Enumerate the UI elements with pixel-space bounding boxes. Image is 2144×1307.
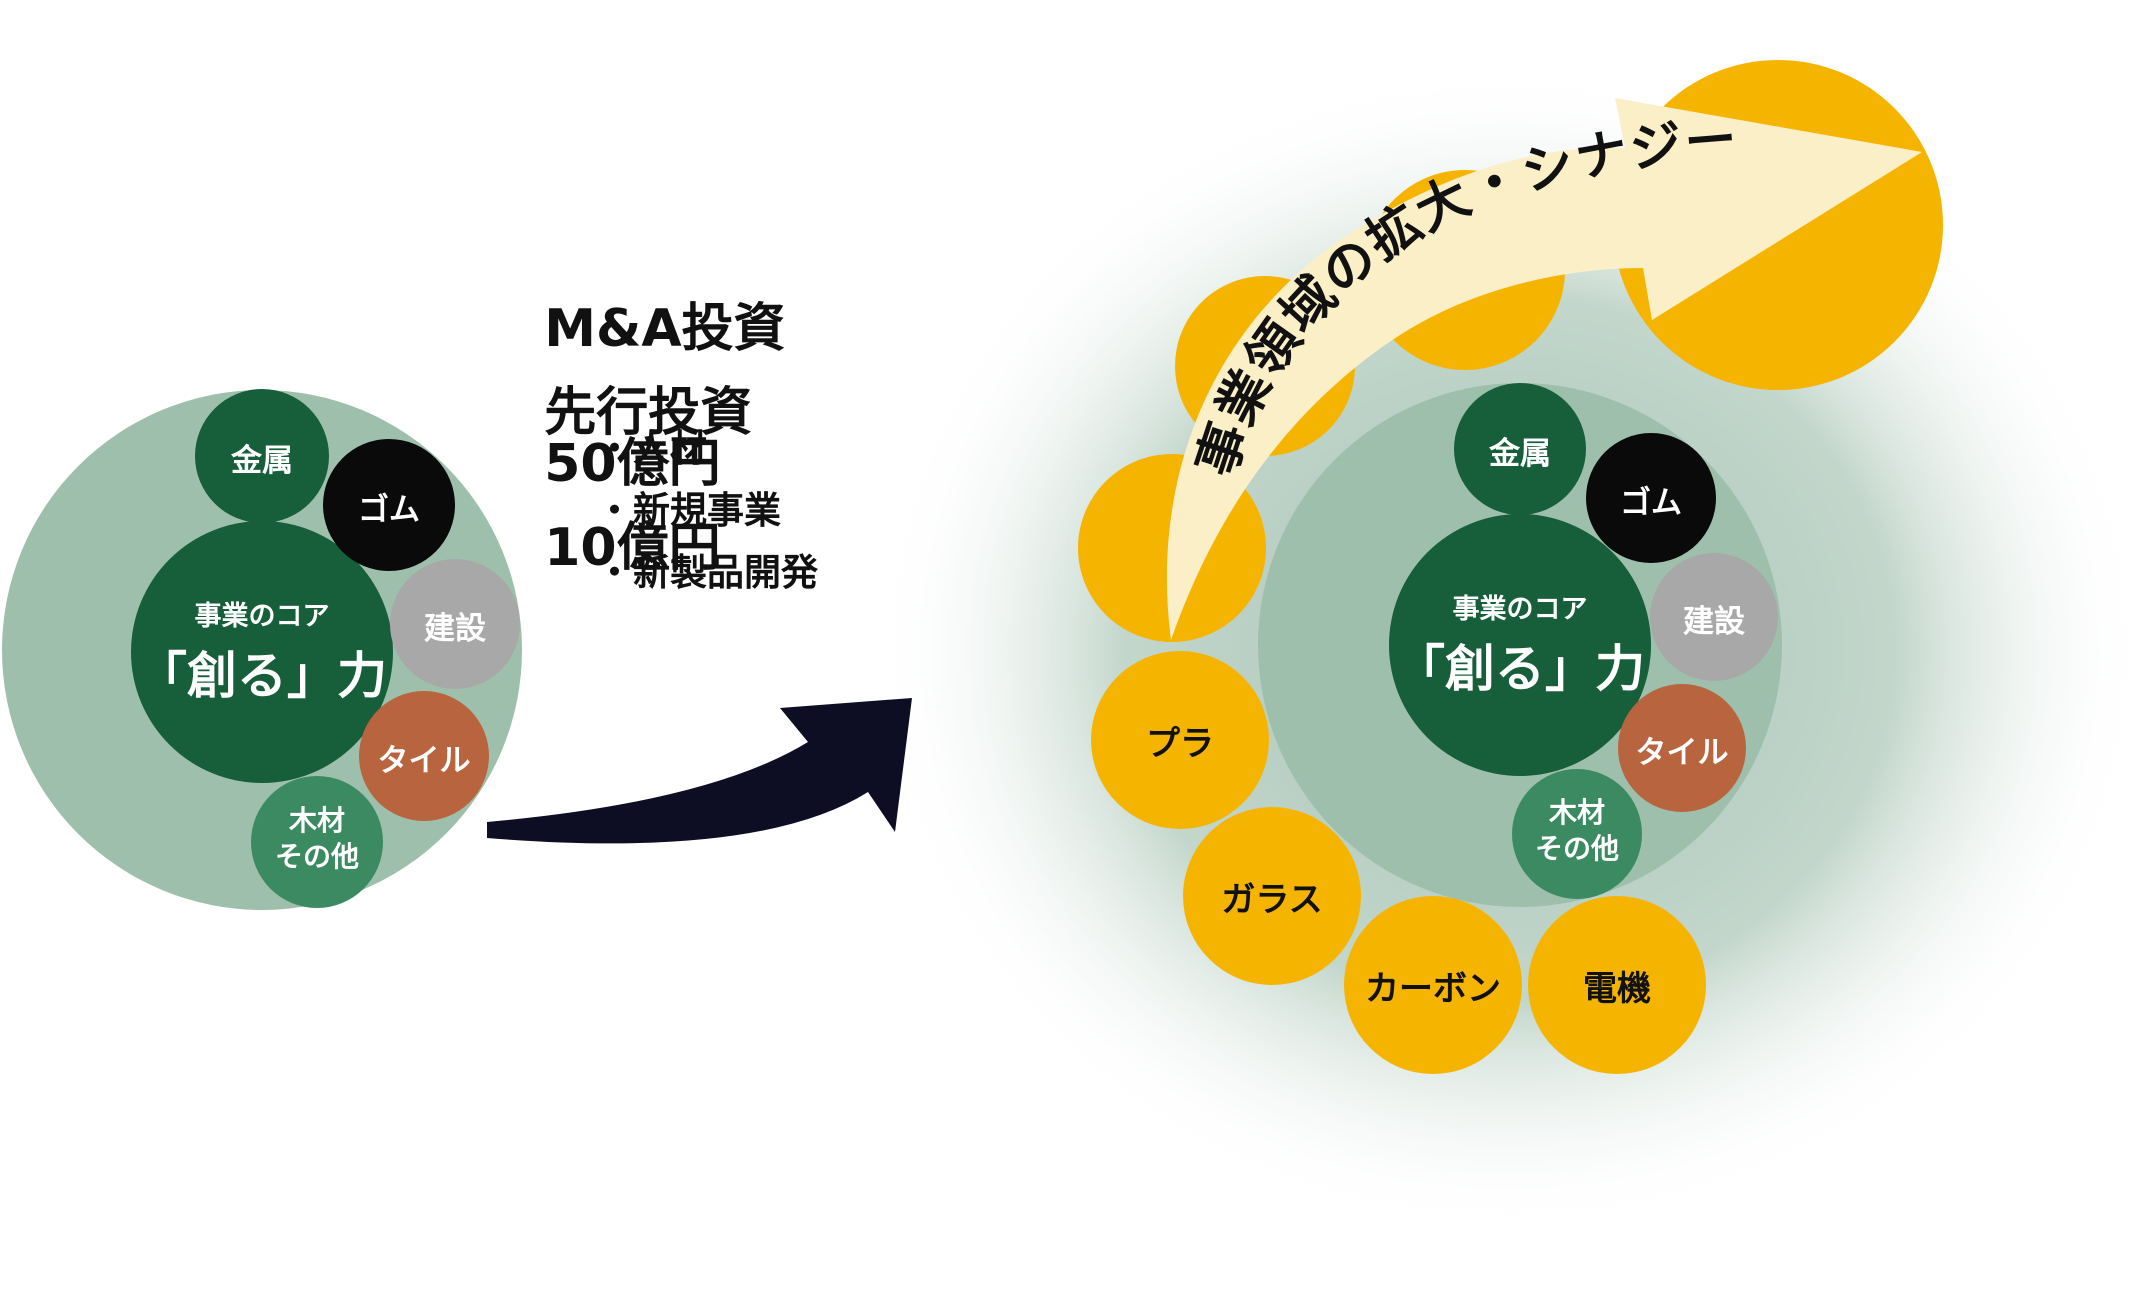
ma-investment-amount: 50億円: [544, 434, 721, 494]
after-node-construction: [1650, 553, 1778, 681]
after-node-metal: [1454, 383, 1586, 515]
before-node-wood: [251, 776, 383, 908]
before-node-construction: [390, 559, 520, 689]
before-node-construction-label: 建設: [424, 611, 486, 647]
ma-investment-line: M&A投資 50億円: [508, 226, 786, 496]
before-core-circle: [131, 521, 393, 783]
bullet-human-resources: ・人材: [596, 427, 707, 470]
before-core-subtitle: 「創る」力: [137, 647, 387, 705]
new-domain-electric: [1528, 896, 1706, 1074]
bullet-new-business: ・新規事業: [596, 489, 781, 532]
after-node-metal-label: 金属: [1488, 436, 1551, 472]
after-node-tile-label: タイル: [1636, 735, 1729, 771]
after-core-title: 事業のコア: [1453, 594, 1588, 625]
after-core-circle: [1389, 514, 1651, 776]
before-node-rubber: [323, 439, 455, 571]
after-core-subtitle: 「創る」力: [1395, 640, 1645, 698]
before-node-tile: [359, 691, 489, 821]
after-node-rubber-label: ゴム: [1620, 485, 1682, 521]
new-domain-carbon: [1344, 896, 1522, 1074]
after-node-construction-label: 建設: [1683, 604, 1745, 640]
after-node-tile: [1618, 684, 1746, 812]
new-domain-carbon-label: カーボン: [1365, 969, 1501, 1009]
prior-investment-amount: 10億円: [544, 518, 721, 578]
after-node-wood-label-1: 木材: [1548, 796, 1605, 829]
ma-investment-label: M&A投資: [544, 299, 786, 359]
prior-investment-label: 先行投資: [544, 383, 753, 443]
before-node-metal-label: 金属: [230, 443, 293, 479]
bullet-new-product-development: ・新製品開発: [596, 551, 818, 594]
new-domain-plastic-label: プラ: [1146, 724, 1214, 764]
after-node-rubber: [1586, 433, 1716, 563]
growth-arrow: [487, 698, 912, 844]
before-node-wood-label-2: その他: [275, 840, 359, 873]
before-node-tile-label: タイル: [378, 743, 471, 779]
new-domain-glass: [1183, 807, 1361, 985]
before-node-rubber-label: ゴム: [358, 492, 420, 528]
new-domain-glass-label: ガラス: [1221, 880, 1322, 920]
before-node-metal: [195, 389, 329, 523]
new-domain-electric-label: 電機: [1583, 969, 1651, 1009]
before-node-wood-label-1: 木材: [288, 804, 345, 837]
after-node-wood: [1512, 769, 1642, 899]
prior-investment-line: 先行投資 10億円: [508, 310, 752, 580]
before-cluster: 事業のコア 「創る」力 金属 ゴム 建設 タイル 木材 その他: [2, 389, 522, 910]
after-node-wood-label-2: その他: [1535, 832, 1619, 865]
expansion-arrow: [1166, 98, 1922, 640]
before-core-title: 事業のコア: [195, 601, 330, 632]
new-domain-plastic: [1091, 651, 1269, 829]
